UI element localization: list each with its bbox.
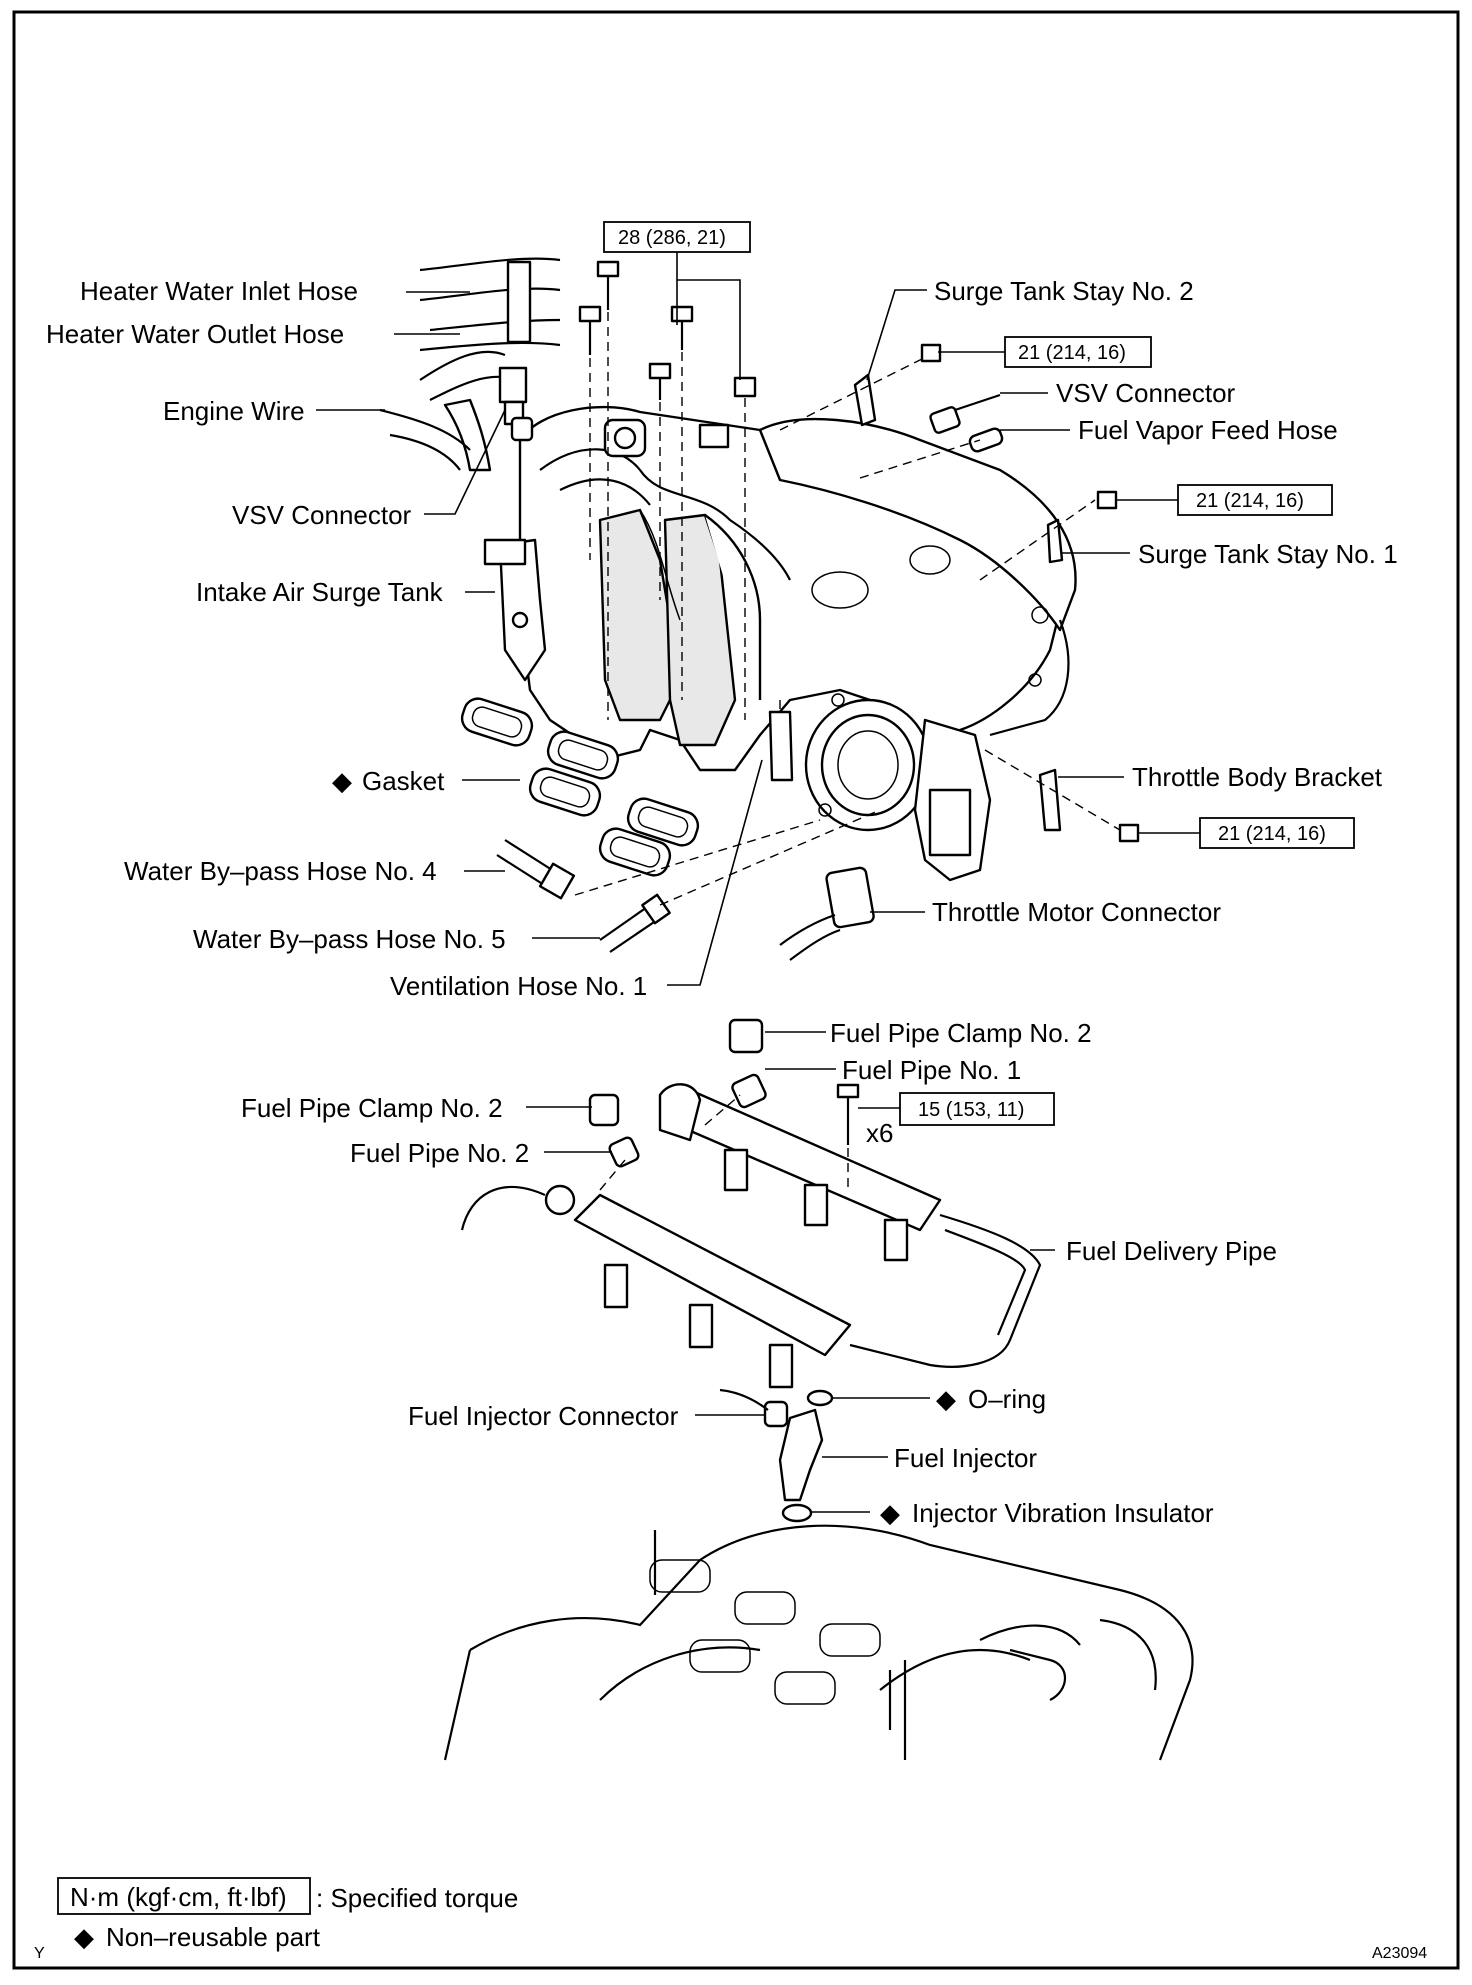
figure-id: A23094 — [1372, 1945, 1427, 1962]
label-heater-water-inlet-hose: Heater Water Inlet Hose — [80, 276, 358, 306]
fuel-delivery-pipe-illustration — [460, 1018, 1042, 1389]
torque-box-stay-1 — [1177, 484, 1333, 516]
legend-torque-text: : Specified torque — [316, 1883, 518, 1913]
torque-stay-1: 21 (214, 16) — [1196, 490, 1304, 512]
label-fuel-pipe-2: Fuel Pipe No. 2 — [350, 1138, 529, 1168]
label-fuel-vapor-feed-hose: Fuel Vapor Feed Hose — [1078, 415, 1338, 445]
stays-and-connectors — [779, 343, 1140, 961]
engine-block-illustration — [443, 1524, 1194, 1761]
label-throttle-body-bracket: Throttle Body Bracket — [1132, 762, 1383, 792]
leader-lines — [316, 250, 1200, 1513]
legend-torque-box — [57, 1877, 311, 1915]
torque-box-throttle-bracket — [1199, 817, 1355, 849]
heater-hoses-illustration — [379, 257, 561, 472]
label-fuel-injector-connector: Fuel Injector Connector — [408, 1401, 679, 1431]
injector-illustration — [719, 1388, 834, 1523]
label-fuel-delivery-pipe: Fuel Delivery Pipe — [1066, 1236, 1277, 1266]
surge-tank-illustration — [483, 405, 1077, 772]
label-injector-vibration-insulator: Injector Vibration Insulator — [912, 1498, 1214, 1528]
legend-torque-unit: N·m (kgf·cm, ft·lbf) — [70, 1882, 287, 1912]
torque-delivery-pipe: 15 (153, 11) — [918, 1099, 1024, 1121]
label-fuel-pipe-clamp-2-right: Fuel Pipe Clamp No. 2 — [830, 1018, 1092, 1048]
label-fuel-injector: Fuel Injector — [894, 1443, 1037, 1473]
torque-box-stay-2 — [1004, 336, 1152, 368]
label-o-ring: O–ring — [968, 1384, 1046, 1414]
label-throttle-motor-connector: Throttle Motor Connector — [932, 897, 1221, 927]
label-vsv-connector-left: VSV Connector — [232, 500, 412, 530]
label-water-bypass-hose-5: Water By–pass Hose No. 5 — [193, 924, 506, 954]
part-labels: Heater Water Inlet Hose Heater Water Out… — [46, 276, 1398, 1528]
legend: N·m (kgf·cm, ft·lbf) : Specified torque … — [34, 1877, 1427, 1962]
label-fuel-pipe-clamp-2-left: Fuel Pipe Clamp No. 2 — [241, 1093, 503, 1123]
label-intake-air-surge-tank: Intake Air Surge Tank — [196, 577, 444, 607]
non-reusable-mark: ◆ — [332, 766, 352, 796]
throttle-body-illustration — [804, 693, 992, 882]
label-heater-water-outlet-hose: Heater Water Outlet Hose — [46, 319, 344, 349]
gasket-illustration — [460, 697, 700, 877]
label-vsv-connector-right: VSV Connector — [1056, 378, 1236, 408]
torque-box-surge-tank — [603, 221, 751, 253]
label-gasket: Gasket — [362, 766, 445, 796]
label-ventilation-hose-1: Ventilation Hose No. 1 — [390, 971, 647, 1001]
torque-box-delivery-pipe — [899, 1092, 1055, 1126]
page-frame — [12, 10, 1460, 1970]
corner-mark: Y — [34, 1945, 45, 1962]
non-reusable-mark: ◆ — [880, 1498, 900, 1528]
label-surge-tank-stay-2: Surge Tank Stay No. 2 — [934, 276, 1194, 306]
bypass-hoses-illustration — [496, 700, 881, 953]
label-engine-wire: Engine Wire — [163, 396, 305, 426]
non-reusable-mark: ◆ — [936, 1384, 956, 1414]
legend-non-reusable-text: Non–reusable part — [106, 1922, 321, 1952]
torque-surge-tank: 28 (286, 21) — [618, 227, 726, 249]
label-bolt-quantity: x6 — [866, 1118, 893, 1148]
torque-throttle-bracket: 21 (214, 16) — [1218, 823, 1326, 845]
label-water-bypass-hose-4: Water By–pass Hose No. 4 — [124, 856, 437, 886]
legend-non-reusable-mark: ◆ — [74, 1922, 94, 1952]
label-fuel-pipe-1: Fuel Pipe No. 1 — [842, 1055, 1021, 1085]
label-surge-tank-stay-1: Surge Tank Stay No. 1 — [1138, 539, 1398, 569]
torque-boxes: 28 (286, 21) 21 (214, 16) 21 (214, 16) 2… — [603, 221, 1355, 1126]
torque-stay-2: 21 (214, 16) — [1018, 342, 1126, 364]
